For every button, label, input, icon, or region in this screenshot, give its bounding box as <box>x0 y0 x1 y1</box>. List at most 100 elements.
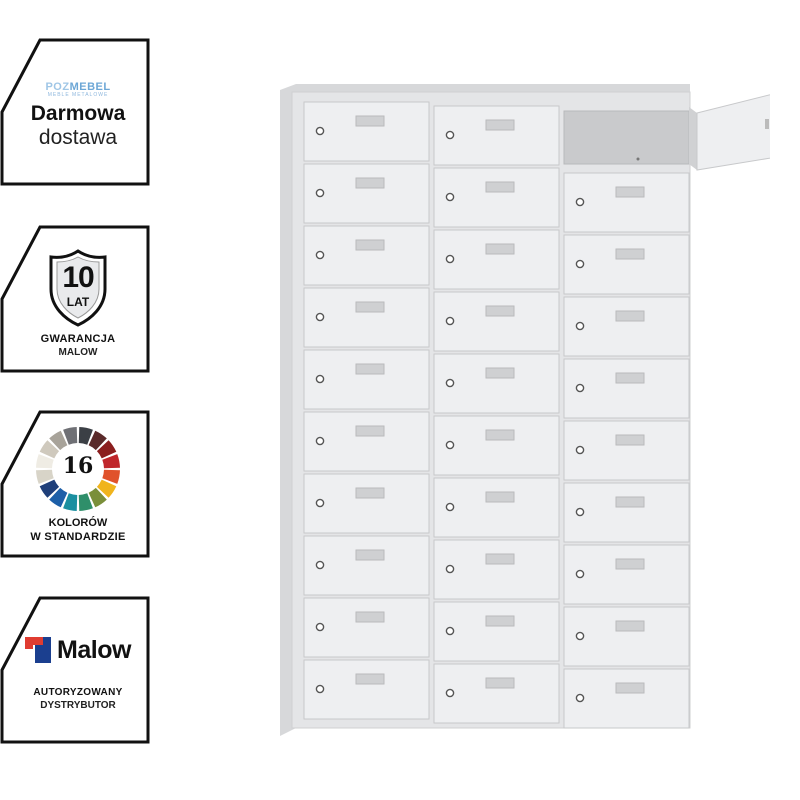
locker-door <box>303 163 430 224</box>
lock-icon <box>445 192 455 202</box>
label-holder <box>485 677 515 689</box>
label-holder <box>615 310 645 322</box>
locker-door <box>563 172 690 233</box>
locker-door <box>433 601 560 662</box>
color-swatch <box>78 427 93 445</box>
locker-door <box>563 420 690 481</box>
lock-icon <box>575 569 585 579</box>
lock-icon <box>575 383 585 393</box>
locker-door <box>303 597 430 658</box>
label-holder <box>485 119 515 131</box>
lock-icon <box>315 684 325 694</box>
label-holder <box>355 363 385 375</box>
delivery-subtitle: dostawa <box>38 125 118 149</box>
distributor-badge: Malow AUTORYZOWANY DYSTRYBUTOR <box>0 596 150 744</box>
door-edge <box>689 107 697 170</box>
locker-door <box>433 229 560 290</box>
locker-door <box>433 663 560 724</box>
locker-door <box>433 477 560 538</box>
lock-icon <box>315 560 325 570</box>
label-holder <box>615 372 645 384</box>
door-latch <box>765 119 769 129</box>
locker-door <box>563 358 690 419</box>
locker-door <box>563 606 690 667</box>
color-swatch <box>39 479 60 498</box>
lock-icon <box>575 693 585 703</box>
label-holder <box>615 248 645 260</box>
lock-icon <box>315 436 325 446</box>
open-locker-door <box>696 94 770 171</box>
label-holder <box>485 305 515 317</box>
label-holder <box>615 496 645 508</box>
label-holder <box>615 682 645 694</box>
pozmebel-logo: POZMEBEL <box>45 80 111 93</box>
locker-door <box>433 167 560 228</box>
label-holder <box>355 239 385 251</box>
label-holder <box>485 615 515 627</box>
locker-door <box>303 287 430 348</box>
color-swatch <box>49 487 68 508</box>
compartment-hole <box>636 157 640 161</box>
lock-icon <box>445 254 455 264</box>
label-holder <box>355 611 385 623</box>
label-holder <box>355 673 385 685</box>
locker-door <box>563 482 690 543</box>
lock-icon <box>445 378 455 388</box>
badge-frame <box>0 596 150 744</box>
lock-icon <box>445 564 455 574</box>
pozmebel-tagline: MEBLE METALOWE <box>47 91 109 98</box>
lock-icon <box>575 445 585 455</box>
lock-icon <box>575 631 585 641</box>
malow-logo: Malow <box>25 636 131 665</box>
warranty-title: GWARANCJA <box>40 332 116 345</box>
locker-door <box>563 234 690 295</box>
warranty-badge: 10 LAT GWARANCJA MALOW <box>0 225 150 373</box>
lock-icon <box>445 688 455 698</box>
label-holder <box>615 434 645 446</box>
delivery-title: Darmowa <box>30 101 126 125</box>
color-swatch <box>78 493 93 511</box>
label-holder <box>355 115 385 127</box>
malow-brand-name: Malow <box>57 635 131 664</box>
locker-door <box>303 411 430 472</box>
locker-door <box>433 291 560 352</box>
lock-icon <box>575 259 585 269</box>
locker-door <box>303 225 430 286</box>
color-swatch <box>102 469 120 484</box>
colors-title: KOLORÓW <box>48 517 108 529</box>
label-holder <box>485 429 515 441</box>
label-holder <box>615 620 645 632</box>
color-swatch <box>36 469 54 484</box>
lock-icon <box>445 440 455 450</box>
distributor-title: AUTORYZOWANY <box>33 686 123 698</box>
label-holder <box>355 487 385 499</box>
badge-frame <box>0 38 150 186</box>
label-holder <box>355 425 385 437</box>
color-swatch <box>63 427 78 445</box>
colors-subtitle: W STANDARDZIE <box>30 531 126 543</box>
lock-icon <box>445 626 455 636</box>
free-delivery-badge: POZMEBEL MEBLE METALOWE Darmowa dostawa <box>0 38 150 186</box>
locker-cabinet-image <box>280 84 770 736</box>
locker-door <box>433 539 560 600</box>
locker-door <box>433 353 560 414</box>
label-holder <box>485 181 515 193</box>
label-holder <box>615 558 645 570</box>
lock-icon <box>315 126 325 136</box>
lock-icon <box>315 622 325 632</box>
color-swatch <box>96 440 117 459</box>
lock-icon <box>445 502 455 512</box>
lock-icon <box>575 197 585 207</box>
label-holder <box>355 177 385 189</box>
locker-door <box>563 668 690 729</box>
warranty-subtitle: MALOW <box>58 346 98 358</box>
lock-icon <box>315 498 325 508</box>
open-compartment <box>563 110 690 165</box>
locker-door <box>563 544 690 605</box>
color-swatch <box>88 430 107 451</box>
label-holder <box>485 553 515 565</box>
color-wheel-icon: 16 <box>34 425 122 513</box>
label-holder <box>485 367 515 379</box>
locker-door <box>303 535 430 596</box>
warranty-years: 10 <box>62 260 94 294</box>
